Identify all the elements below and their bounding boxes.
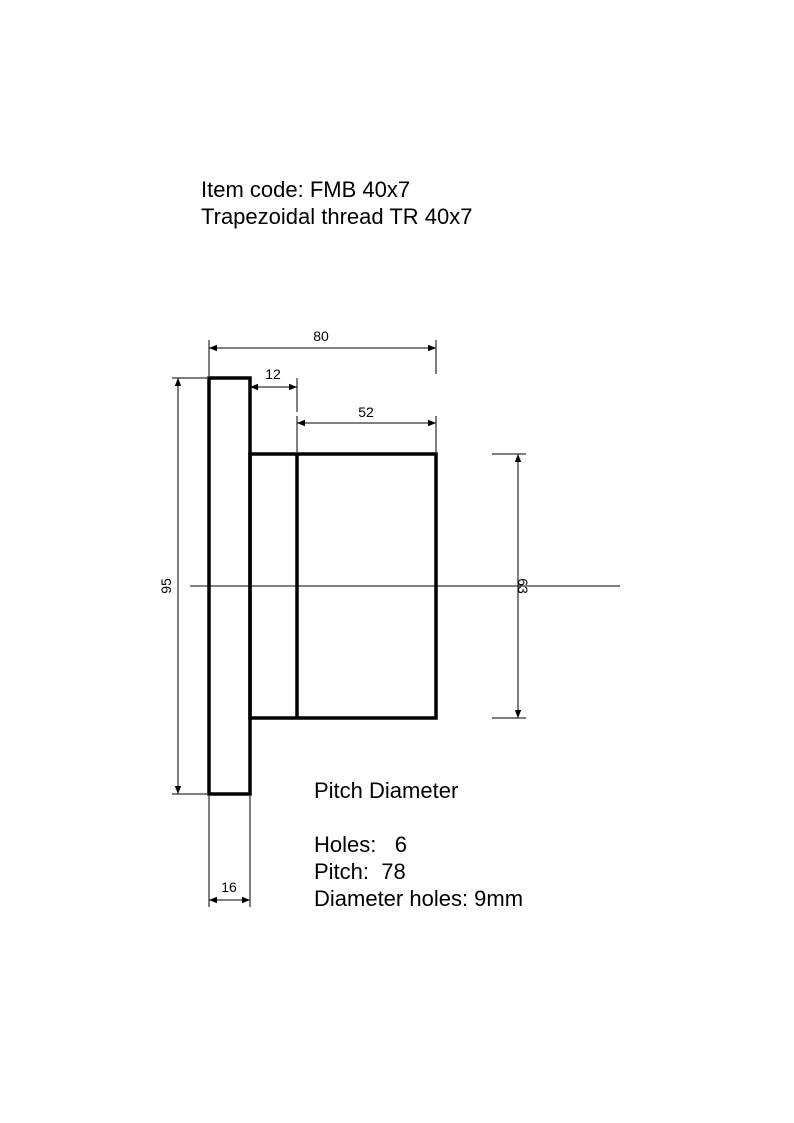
thread-label: Trapezoidal thread TR 40x7: [201, 204, 473, 229]
dimension-52-label: 52: [358, 404, 374, 420]
dimension-flange-thickness: 16: [208, 796, 251, 907]
holes-note: Holes: 6: [314, 832, 407, 857]
item-code-label: Item code: FMB 40x7: [201, 177, 410, 202]
pitch-diameter-title: Pitch Diameter: [314, 778, 458, 803]
dimension-12-label: 12: [265, 366, 281, 382]
dimension-95-label: 95: [158, 578, 174, 594]
dimension-overall-length: 80: [208, 328, 437, 376]
diameter-holes-note: Diameter holes: 9mm: [314, 886, 523, 911]
dimension-neck-length: 12: [250, 366, 298, 412]
pitch-note: Pitch: 78: [314, 859, 406, 884]
dimension-flange-diameter: 95: [158, 377, 207, 795]
dimension-body-diameter: 63: [492, 453, 531, 719]
dimension-63-label: 63: [515, 578, 531, 594]
dimension-80-label: 80: [313, 328, 329, 344]
dimension-16-label: 16: [221, 879, 237, 895]
dimension-body-length: 52: [296, 404, 437, 452]
